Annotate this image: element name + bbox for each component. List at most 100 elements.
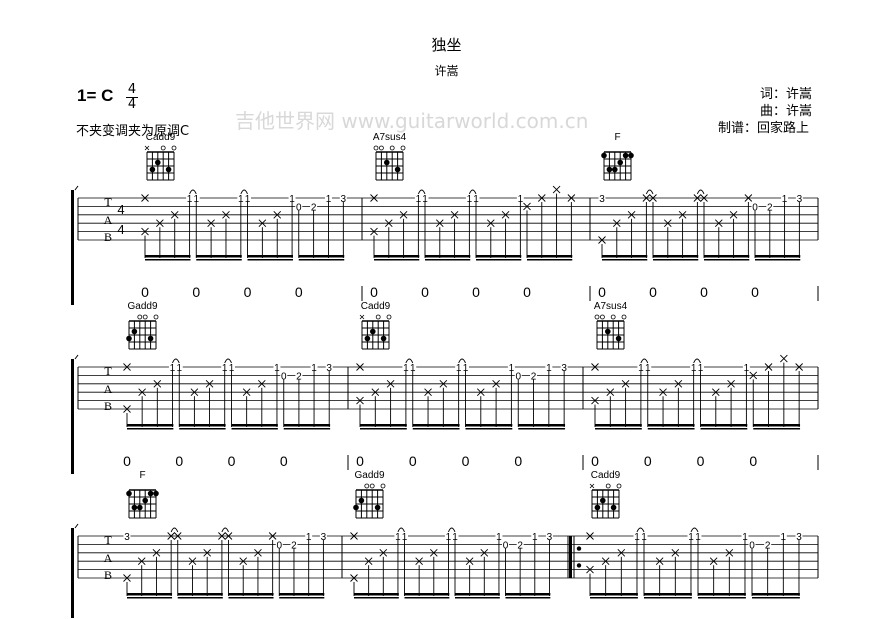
dead-note-icon: [586, 565, 594, 574]
chord-diagram-cadd9: [144, 145, 177, 181]
beam: [590, 593, 638, 596]
dead-note-icon: [153, 379, 162, 388]
dead-note-icon: [371, 388, 380, 397]
fret-bg: [401, 531, 408, 541]
fret-bg: [598, 193, 606, 203]
fret-number: 0: [515, 371, 521, 382]
dead-note-icon: [439, 379, 448, 388]
fret-number: 1: [645, 363, 651, 374]
lyricist: 词：许嵩: [760, 87, 813, 102]
rhythm-number: 0: [175, 453, 183, 469]
capo-note: 不夹变调夹为原调C: [76, 124, 190, 139]
fret-bg: [421, 193, 429, 203]
dead-note-icon: [273, 210, 282, 219]
dead-note-icon: [744, 194, 753, 202]
rhythm-number: 0: [244, 284, 252, 300]
dead-note-icon: [700, 194, 708, 202]
beam: [145, 255, 191, 258]
fret-number: 1: [463, 363, 469, 374]
dead-note-icon: [727, 379, 735, 388]
chord-name: Cadd9: [146, 132, 176, 143]
finger-dot: [606, 166, 613, 173]
open-string-icon: [621, 314, 627, 320]
beam: [700, 424, 748, 427]
composer: 曲：许嵩: [760, 104, 813, 119]
fret-bg: [186, 193, 194, 203]
dead-note-icon: [714, 219, 723, 228]
finger-dot: [165, 166, 172, 173]
beam: [644, 593, 692, 596]
dead-note-icon: [205, 379, 214, 388]
dead-note-icon: [655, 557, 664, 566]
fret-number: 0: [276, 540, 282, 551]
beam: [602, 255, 648, 258]
fret-bg: [280, 370, 288, 381]
beam: [127, 597, 173, 599]
beam: [590, 597, 638, 599]
finger-dot: [149, 166, 156, 173]
fret-number: 1: [187, 194, 193, 205]
dead-note-icon: [486, 219, 495, 228]
fret-bg: [640, 531, 648, 541]
open-string-icon: [373, 145, 379, 151]
open-string-icon: [594, 314, 600, 320]
system-bracket-hook: [74, 185, 79, 191]
beam: [374, 255, 420, 258]
rhythm-number: 0: [697, 453, 705, 469]
fret-bg: [175, 362, 183, 372]
fret-bg: [751, 201, 759, 212]
chord-name: Gadd9: [354, 470, 384, 481]
beam: [505, 597, 551, 599]
beam: [177, 597, 223, 599]
fret-number: 3: [547, 532, 553, 543]
dead-note-icon: [156, 219, 164, 228]
dead-note-icon: [399, 210, 408, 219]
rhythm-number: 0: [591, 453, 599, 469]
fret-number: 1: [193, 194, 199, 205]
dead-note-icon: [424, 388, 432, 397]
dead-note-icon: [659, 388, 667, 397]
fret-bg: [339, 193, 347, 203]
dead-note-icon: [258, 219, 267, 228]
fret-number: 3: [326, 363, 332, 374]
dead-note-icon: [671, 548, 680, 557]
finger-dot: [617, 159, 623, 166]
dead-note-icon: [188, 557, 197, 566]
time-signature-top: 4: [127, 82, 137, 97]
rhythm-number: 0: [228, 453, 236, 469]
fret-number: 1: [688, 532, 694, 543]
fret-number: 1: [326, 194, 332, 205]
fret-bg: [451, 531, 459, 541]
fret-bg: [766, 201, 774, 212]
dead-note-icon: [693, 194, 702, 202]
fret-bg: [742, 362, 750, 372]
open-string-icon: [605, 483, 611, 489]
chord-name: F: [139, 470, 145, 481]
dead-note-icon: [386, 379, 395, 388]
tie: [468, 189, 477, 195]
finger-dot: [153, 490, 159, 497]
finger-dot: [370, 328, 376, 335]
fret-bg: [795, 193, 803, 203]
dead-note-icon: [239, 557, 248, 566]
beam: [354, 593, 399, 596]
time-signature: 4 4: [126, 82, 138, 111]
fret-number: 0: [281, 371, 287, 382]
fret-bg: [221, 362, 229, 372]
finger-dot: [364, 335, 371, 342]
tab-clef-a: A: [104, 551, 113, 565]
dead-note-icon: [501, 210, 510, 219]
finger-dot: [628, 152, 634, 159]
beam: [755, 259, 801, 261]
dead-note-icon: [384, 219, 393, 228]
fret-bg: [288, 193, 296, 203]
chord-diagram-cadd9: [359, 314, 392, 350]
finger-dot: [353, 504, 359, 511]
tie: [240, 189, 248, 195]
fret-number: 2: [531, 371, 537, 382]
dead-note-icon: [591, 363, 599, 371]
fret-number: 1: [416, 194, 422, 205]
dead-note-icon: [268, 532, 277, 540]
finger-dot: [605, 328, 611, 335]
rhythm-number: 0: [472, 284, 480, 300]
